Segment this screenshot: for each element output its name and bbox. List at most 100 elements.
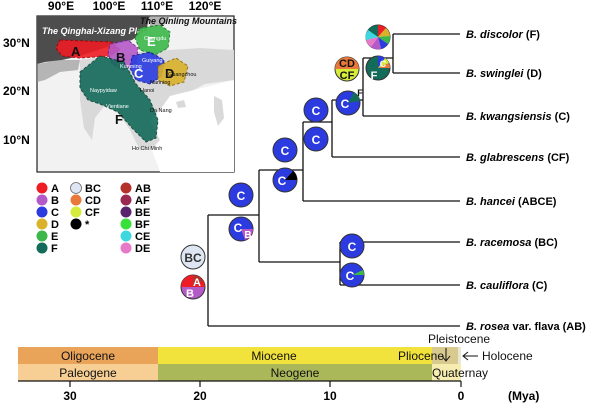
legend-label: D [51,219,59,231]
pie-circle [228,182,254,208]
area-label: B [116,50,125,65]
legend-label: A [51,183,59,195]
node-pie: C [303,97,329,123]
pie-slice [365,30,378,40]
pie-slice [378,63,391,68]
epoch-bar [158,347,390,364]
place-name: Nanning [150,80,171,86]
pie-label: C [312,133,321,147]
plateau-label: The Qinghai-Xizang Plateau [42,26,161,36]
taxon-label: B. swinglei (D) [466,68,542,80]
taxon-name: B. cauliflora [466,280,529,292]
terrain-shade [37,60,80,82]
area-e [134,24,171,56]
lon-label: 90°E [48,0,74,13]
taxon-label: B. discolor (F) [466,29,540,41]
legend-label: DE [135,243,150,255]
legend-swatch [70,194,82,206]
sea [150,80,234,172]
tick-label: 20 [193,389,207,403]
lon-label: 110°E [141,0,173,13]
legend-label: C [51,207,59,219]
legend-item: D [36,218,59,231]
node-pie: C [228,182,254,208]
node-pie: F C [365,55,391,82]
taxon-area: (ABCE) [515,196,557,208]
place-name: Hanoi [140,88,154,94]
taxon-label: B. hancei (ABCE) [466,196,557,208]
pie-slice [241,229,253,240]
epoch-label: Pleistocene [428,332,490,346]
area-label: A [71,44,81,59]
legend-swatch [120,218,132,230]
epoch-bar [432,347,458,364]
lat-label: 30°N [3,36,30,50]
taxon-name: B. glabrescens [466,152,544,164]
pie-circle [180,244,206,270]
node-pie: BC [180,244,206,270]
legend-label: BF [135,219,150,231]
legend-item: AB [120,182,151,195]
pie-slice [348,92,360,103]
taxon-label: B. kwangsiensis (C) [466,111,570,123]
pie-circle [303,97,329,123]
legend-swatch [120,194,132,206]
period-label: Neogene [271,366,320,380]
arrow-left-icon [462,351,478,361]
node-pie: C [339,262,365,288]
tick-label: 30 [63,389,77,403]
taxon-area: (C) [552,111,571,123]
legend-item: BC [70,182,101,195]
place-name: Guiyang [142,58,163,64]
epoch-label: Pliocene [398,349,444,363]
legend-label: BC [85,183,101,195]
pie-slice [378,37,388,49]
legend-label: AF [135,195,150,207]
pie-label: CF [340,70,355,82]
legend-item: BF [120,218,150,231]
legend-swatch [120,182,132,194]
area-d [157,57,189,87]
legend-label: BE [135,207,150,219]
pie-circle [272,137,298,163]
place-name: Kunming [120,64,142,70]
legend-swatch [70,206,82,218]
tick-label: 10 [323,389,337,403]
lon-label: 100°E [93,0,126,13]
legend-swatch [36,206,48,218]
legend-item: * [70,218,90,231]
pie-label: C [380,59,387,69]
legend-label: F [51,243,58,255]
pie-slice [371,37,381,50]
node-pie: C [272,137,298,163]
pie-slice [352,270,365,275]
place-name: Vientiane [106,104,129,110]
taxon-area: (C) [529,280,548,292]
legend-label: AB [135,183,151,195]
pie-label: C [234,221,243,235]
legend-item: AF [120,194,150,207]
hainan [176,100,186,108]
qinling-label: The Qinling Mountains [140,16,237,26]
area-label: F [115,112,123,127]
place-name: Ho Chi Minh [132,146,162,152]
pie-label: F [357,88,363,98]
pie-label: C [348,240,357,254]
legend-swatch [36,242,48,254]
place-name: Guangzhou [168,72,196,78]
pie-label: C [278,174,287,188]
pie-label: C [281,144,290,158]
legend-swatch [70,182,82,194]
taxon-label: B. racemosa (BC) [466,237,558,249]
place-name: Naypyidaw [90,88,117,94]
place-name: Da Nang [150,108,172,114]
taxon-name: B. swinglei [466,68,524,80]
legend-item: A [36,182,59,195]
pie-slice [193,275,203,287]
legend-swatch [36,194,48,206]
period-label: Paleogene [59,366,117,380]
legend-item: CF [70,206,100,219]
timescale: Oligocene Miocene Pliocene Pleistocene H… [18,332,539,403]
taxon-area: (D) [523,68,542,80]
legend-item: DE [120,242,150,255]
